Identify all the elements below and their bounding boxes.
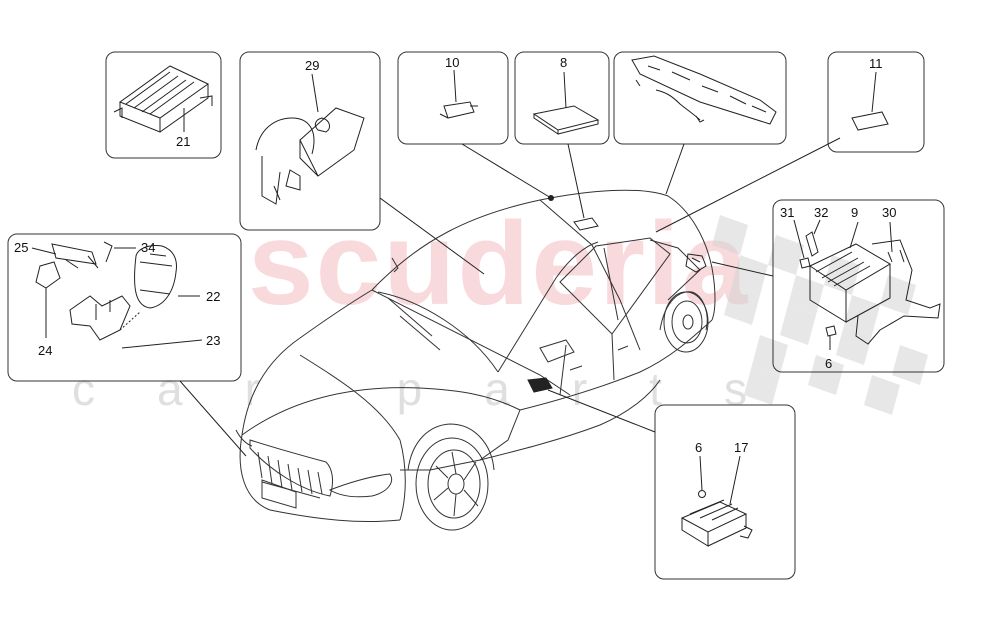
detail-box-left [7, 233, 242, 382]
leader-lines [179, 137, 841, 457]
callout-24: 24 [38, 343, 52, 358]
detail-box-right [772, 199, 945, 373]
callout-29: 29 [305, 58, 319, 73]
door-sensor-17 [527, 377, 553, 393]
callout-9: 9 [851, 205, 858, 220]
callout-6a: 6 [825, 356, 832, 371]
callout-34: 34 [141, 240, 155, 255]
callout-10: 10 [445, 55, 459, 70]
car-outline [235, 189, 716, 531]
callout-30: 30 [882, 205, 896, 220]
detail-box-10 [397, 51, 509, 145]
rear-sensor-11 [685, 253, 707, 273]
callout-8: 8 [560, 55, 567, 70]
detail-box-roof-trim [613, 51, 787, 145]
callout-6b: 6 [695, 440, 702, 455]
detail-box-17 [654, 404, 796, 580]
roof-sensor-8 [573, 217, 599, 231]
checkered-flag-watermark [712, 215, 928, 415]
callout-32: 32 [814, 205, 828, 220]
callout-21: 21 [176, 134, 190, 149]
detail-box-21 [105, 51, 222, 159]
detail-box-11 [827, 51, 925, 153]
detail-box-29 [239, 51, 381, 231]
detail-box-8 [514, 51, 610, 145]
callout-25: 25 [14, 240, 28, 255]
callout-11: 11 [869, 56, 883, 71]
callout-22: 22 [206, 289, 220, 304]
callout-17: 17 [734, 440, 748, 455]
callout-31: 31 [780, 205, 794, 220]
callout-23: 23 [206, 333, 220, 348]
